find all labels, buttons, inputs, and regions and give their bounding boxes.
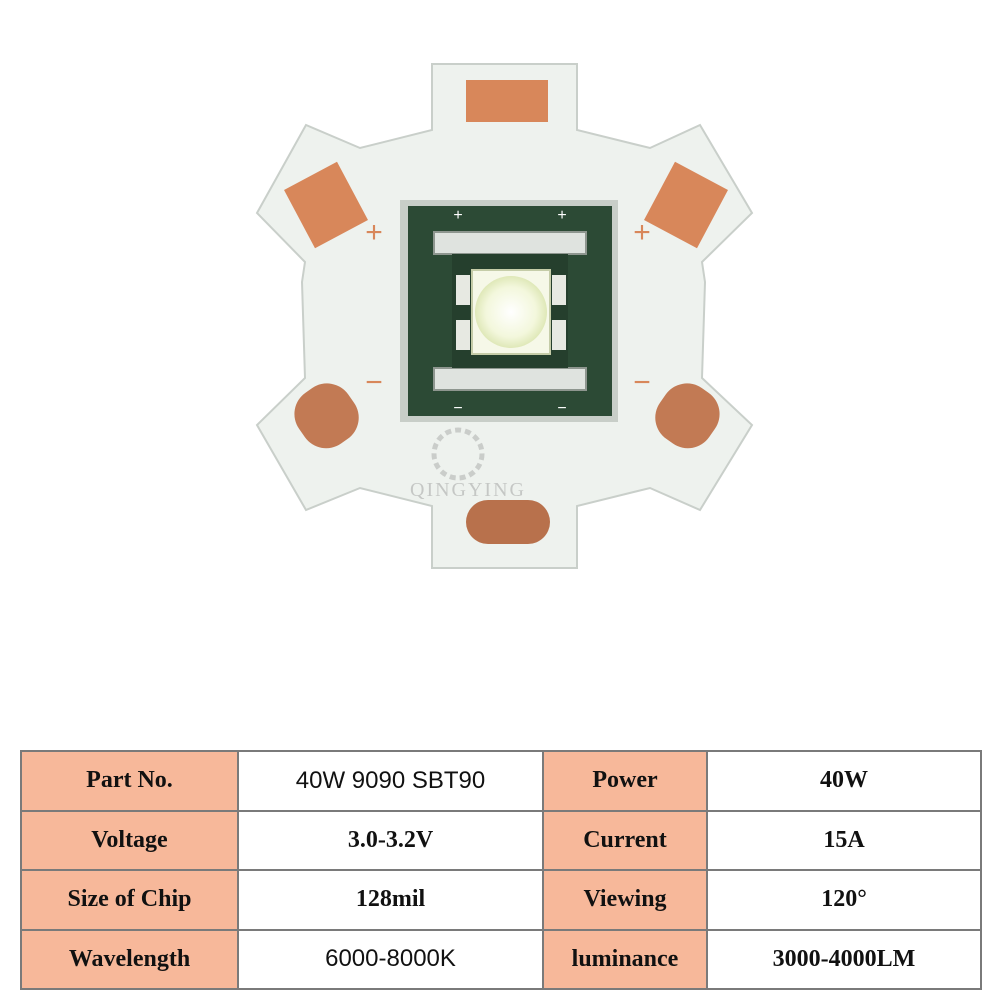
table-row: Part No. 40W 9090 SBT90 Power 40W bbox=[20, 750, 982, 812]
table-row: Voltage 3.0-3.2V Current 15A bbox=[20, 809, 982, 871]
spec-value-current: 15A bbox=[706, 809, 982, 871]
watermark-logo: QINGYING bbox=[410, 427, 526, 501]
spec-value-part-no: 40W 9090 SBT90 bbox=[237, 750, 544, 812]
spec-table: Part No. 40W 9090 SBT90 Power 40W Voltag… bbox=[20, 750, 982, 990]
spec-label-power: Power bbox=[542, 750, 708, 812]
spec-value-chip-size: 128mil bbox=[237, 869, 544, 931]
table-row: Size of Chip 128mil Viewing 120° bbox=[20, 869, 982, 931]
led-contact-left bbox=[456, 275, 470, 305]
chip-plus-marking-2: + bbox=[557, 207, 566, 224]
spec-label-luminance: luminance bbox=[542, 928, 708, 990]
chip-plus-marking-1: + bbox=[453, 207, 462, 224]
spec-label-chip-size: Size of Chip bbox=[20, 869, 239, 931]
minus-marking-right: − bbox=[633, 366, 651, 399]
spec-label-part-no: Part No. bbox=[20, 750, 239, 812]
watermark-text: QINGYING bbox=[410, 479, 526, 501]
copper-pad-top bbox=[466, 80, 548, 122]
chip-minus-marking-1: − bbox=[453, 400, 462, 417]
table-row: Wavelength 6000-8000K luminance 3000-400… bbox=[20, 928, 982, 990]
led-emitter-dome bbox=[475, 276, 547, 348]
chip-minus-marking-2: − bbox=[557, 400, 566, 417]
spec-label-voltage: Voltage bbox=[20, 809, 239, 871]
led-contact-right bbox=[552, 275, 566, 305]
copper-pad-top-left bbox=[284, 161, 368, 249]
led-metal-frame-top bbox=[433, 231, 587, 255]
spec-label-current: Current bbox=[542, 809, 708, 871]
spec-value-viewing: 120° bbox=[706, 869, 982, 931]
led-board-illustration: + + − − + + − − QINGYING bbox=[255, 63, 754, 569]
spec-value-voltage: 3.0-3.2V bbox=[237, 809, 544, 871]
minus-marking-left: − bbox=[365, 366, 383, 399]
spec-value-power: 40W bbox=[706, 750, 982, 812]
plus-marking-left: + bbox=[365, 216, 383, 249]
led-contact-left-2 bbox=[456, 320, 470, 350]
copper-pad-bottom-left bbox=[294, 383, 359, 449]
spec-label-wavelength: Wavelength bbox=[20, 928, 239, 990]
plus-marking-right: + bbox=[633, 216, 651, 249]
led-product-photo: + + − − + + − − QINGYING bbox=[255, 63, 754, 569]
copper-pad-top-right bbox=[644, 161, 728, 249]
spec-label-viewing: Viewing bbox=[542, 869, 708, 931]
led-contact-right-2 bbox=[552, 320, 566, 350]
copper-pad-bottom-right bbox=[655, 383, 720, 449]
spec-value-luminance: 3000-4000LM bbox=[706, 928, 982, 990]
spec-value-wavelength: 6000-8000K bbox=[237, 928, 544, 990]
copper-pad-bottom bbox=[466, 500, 550, 544]
led-metal-frame-bottom bbox=[433, 367, 587, 391]
